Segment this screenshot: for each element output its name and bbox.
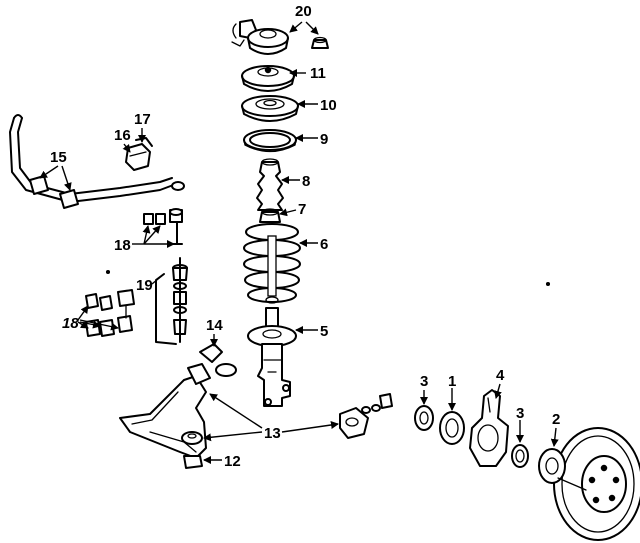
stray-dot [105, 269, 111, 275]
bearing-part [439, 411, 465, 445]
callout-17: 17 [134, 111, 151, 128]
callout-8: 8 [302, 173, 310, 190]
rotor-part [538, 427, 640, 541]
bushing-clamp-part [125, 137, 153, 171]
callout-9: 9 [320, 131, 328, 148]
callout-16: 16 [114, 127, 131, 144]
seal-left-part [414, 405, 434, 431]
lower-link-hardware-part [85, 289, 135, 337]
callout-3-right: 3 [516, 405, 524, 422]
knuckle-part [469, 389, 509, 467]
link-rod-part [155, 257, 188, 345]
coil-spring-part [243, 223, 301, 304]
upper-link-hardware-part [143, 208, 183, 245]
callout-20: 20 [295, 3, 312, 20]
callout-7: 7 [298, 201, 306, 218]
callout-11: 11 [310, 65, 326, 82]
callout-3-left: 3 [420, 373, 428, 390]
insulator-part [243, 129, 297, 153]
callout-5: 5 [320, 323, 328, 340]
callout-1: 1 [448, 373, 456, 390]
bumper-part [259, 208, 281, 223]
callout-10: 10 [320, 97, 337, 114]
seal-right-part [511, 444, 529, 468]
callout-15: 15 [50, 149, 67, 166]
callout-12: 12 [224, 453, 241, 470]
stray-dot [545, 281, 551, 287]
callout-4: 4 [496, 367, 505, 384]
bearing-plate-part [241, 65, 295, 92]
callout-labels: 20 11 10 9 8 7 6 5 17 16 15 18 19 18 14 … [50, 3, 560, 470]
bushing-assembly-part [339, 393, 393, 439]
boot-part [256, 158, 284, 211]
callout-18-upper: 18 [114, 237, 131, 254]
spring-seat-part [241, 95, 299, 122]
callout-13: 13 [264, 425, 281, 442]
strut-part [247, 307, 297, 407]
callout-14: 14 [206, 317, 223, 334]
callout-19: 19 [136, 277, 153, 294]
stabilizer-bar-part [9, 114, 185, 209]
upper-mount-part [231, 19, 329, 55]
callout-2: 2 [552, 411, 560, 428]
callout-6: 6 [320, 236, 328, 253]
callout-18-lower: 18 [62, 315, 79, 332]
leader-lines [39, 21, 559, 464]
control-arm-part [119, 343, 237, 469]
